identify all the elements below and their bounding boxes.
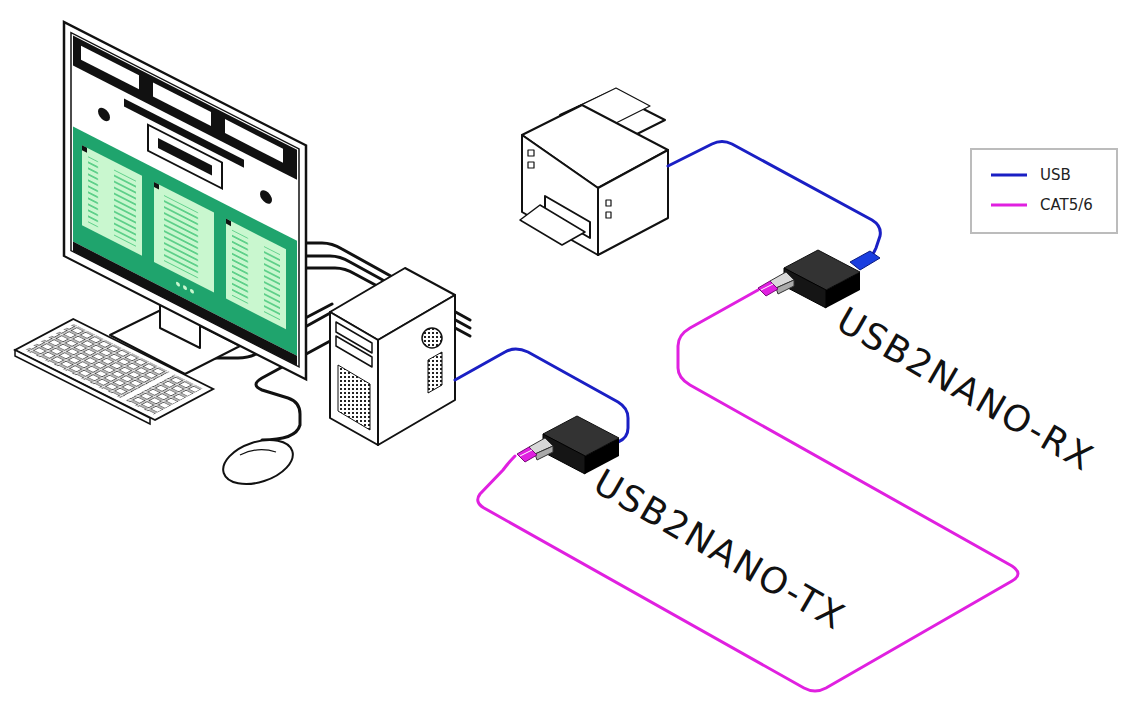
legend-text: USB	[1040, 166, 1071, 184]
legend-text: CAT5/6	[1040, 196, 1093, 214]
monitor	[64, 22, 306, 379]
usb-plug	[850, 251, 880, 270]
rx-dongle	[758, 250, 860, 308]
device-label: USB2NANO-RX	[830, 300, 1100, 479]
usb-cables	[455, 142, 880, 443]
legend-row: CAT5/6	[972, 190, 1116, 220]
legend-swatch	[990, 170, 1028, 180]
device-label: USB2NANO-TX	[587, 462, 852, 638]
printer	[520, 88, 668, 255]
keyboard-edge	[15, 350, 150, 424]
legend-box: USB CAT5/6	[970, 148, 1118, 234]
legend-swatch	[990, 200, 1028, 210]
legend-row: USB	[972, 160, 1116, 190]
mouse	[218, 432, 299, 492]
pc-tower	[330, 268, 455, 445]
